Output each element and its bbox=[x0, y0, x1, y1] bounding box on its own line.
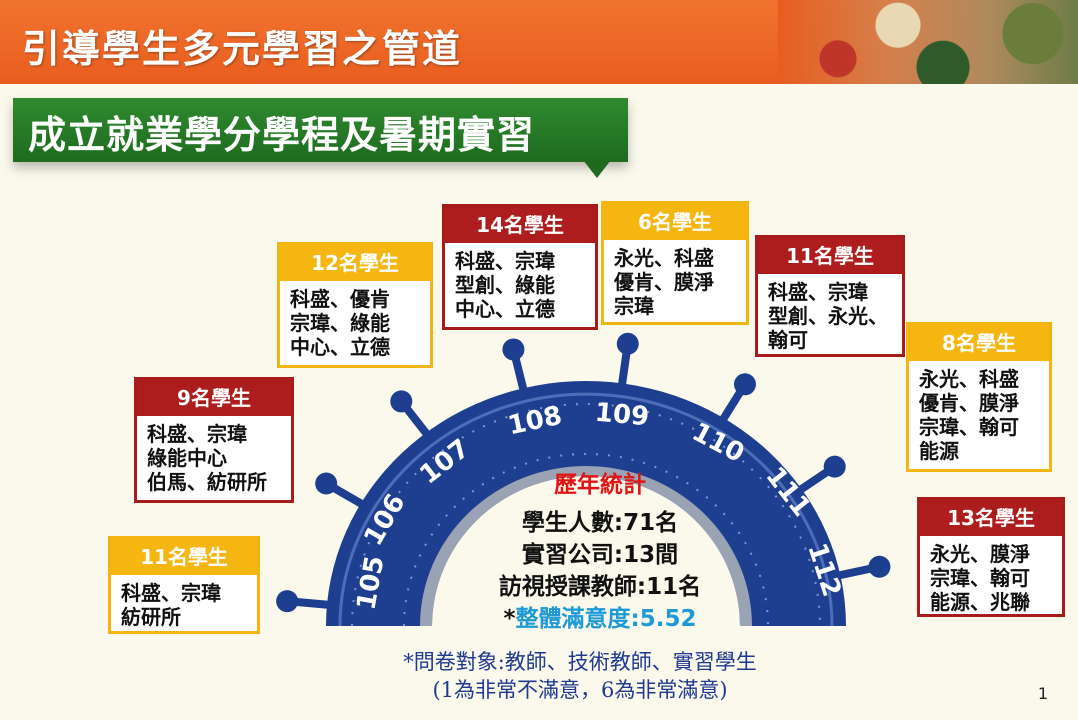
box-line: 宗瑋、翰可 bbox=[919, 415, 1019, 439]
box-header: 9名學生 bbox=[137, 380, 291, 416]
box-line: 型創、永光、 bbox=[768, 304, 888, 328]
year-box-110: 11名學生 科盛、宗瑋 型創、永光、 翰可 bbox=[755, 235, 905, 357]
spokes bbox=[276, 332, 891, 613]
section-banner bbox=[13, 98, 628, 162]
box-line: 科盛、宗瑋 bbox=[455, 249, 555, 273]
footnote: *問卷對象:教師、技術教師、實習學生 (1為非常不滿意，6為非常滿意) bbox=[300, 648, 860, 704]
year-box-107: 12名學生 科盛、優肯 宗瑋、綠能 中心、立德 bbox=[277, 242, 433, 368]
section-banner-tail bbox=[583, 160, 611, 178]
box-line: 優肯、膜淨 bbox=[614, 270, 714, 294]
spoke-pin-109 bbox=[616, 332, 639, 355]
year-label-109: 109 bbox=[593, 397, 651, 433]
section-title: 成立就業學分學程及暑期實習 bbox=[28, 113, 536, 157]
box-header: 11名學生 bbox=[111, 539, 257, 575]
year-box-106: 9名學生 科盛、宗瑋 綠能中心 伯馬、紡研所 bbox=[134, 377, 294, 503]
box-line: 科盛、宗瑋 bbox=[121, 581, 221, 605]
box-line: 能源 bbox=[919, 439, 959, 463]
spoke-pin-107 bbox=[390, 390, 413, 413]
spoke-pin-108 bbox=[502, 338, 525, 361]
box-line: 紡研所 bbox=[121, 605, 181, 629]
page-number: 1 bbox=[1037, 684, 1048, 703]
box-line: 科盛、優肯 bbox=[290, 287, 390, 311]
box-line: 中心、立德 bbox=[455, 297, 555, 321]
spoke-pin-112 bbox=[868, 555, 891, 578]
footnote-line-2: (1為非常不滿意，6為非常滿意) bbox=[432, 678, 728, 702]
satisfaction-asterisk: * bbox=[503, 606, 516, 632]
box-line: 伯馬、紡研所 bbox=[147, 470, 267, 494]
box-header: 8名學生 bbox=[909, 325, 1049, 361]
year-box-105: 11名學生 科盛、宗瑋 紡研所 bbox=[108, 536, 260, 634]
box-header: 13名學生 bbox=[920, 500, 1062, 536]
box-line: 永光、科盛 bbox=[614, 246, 714, 270]
stats-students: 學生人數:71名 bbox=[521, 510, 679, 536]
stats-panel: 歷年統計 學生人數:71名 實習公司:13間 訪視授課教師:11名 *整體滿意度… bbox=[450, 465, 750, 635]
box-line: 宗瑋、翰可 bbox=[930, 566, 1030, 590]
box-line: 宗瑋、綠能 bbox=[290, 311, 390, 335]
box-line: 永光、膜淨 bbox=[930, 542, 1030, 566]
spoke-pin-106 bbox=[315, 472, 338, 495]
stats-title: 歷年統計 bbox=[554, 472, 646, 498]
box-header: 6名學生 bbox=[604, 204, 746, 240]
box-line: 中心、立德 bbox=[290, 335, 390, 359]
spoke-pin-105 bbox=[276, 590, 299, 613]
year-box-108: 14名學生 科盛、宗瑋 型創、綠能 中心、立德 bbox=[442, 204, 598, 330]
header-photo bbox=[778, 0, 1078, 84]
box-line: 永光、科盛 bbox=[919, 367, 1019, 391]
outer-arc bbox=[326, 381, 846, 626]
arc-dots bbox=[351, 403, 821, 627]
arc-dots-inner bbox=[403, 453, 769, 627]
box-header: 14名學生 bbox=[445, 207, 595, 243]
stats-teachers: 訪視授課教師:11名 bbox=[498, 574, 702, 600]
box-line: 能源、兆聯 bbox=[930, 590, 1030, 614]
box-line: 科盛、宗瑋 bbox=[768, 280, 868, 304]
box-line: 優肯、膜淨 bbox=[919, 391, 1019, 415]
footnote-line-1: *問卷對象:教師、技術教師、實習學生 bbox=[403, 650, 757, 674]
year-box-109: 6名學生 永光、科盛 優肯、膜淨 宗瑋 bbox=[601, 201, 749, 325]
spoke-pin-110 bbox=[733, 373, 756, 396]
page-title: 引導學生多元學習之管道 bbox=[22, 27, 463, 71]
box-header: 11名學生 bbox=[758, 238, 902, 274]
box-line: 科盛、宗瑋 bbox=[147, 422, 247, 446]
stats-satisfaction: 整體滿意度:5.52 bbox=[515, 606, 697, 632]
stats-satisfaction-row: *整體滿意度:5.52 bbox=[450, 603, 750, 635]
box-line: 宗瑋 bbox=[614, 294, 654, 318]
arc-inner-rim bbox=[338, 392, 834, 627]
box-line: 翰可 bbox=[768, 328, 808, 352]
spoke-pin-111 bbox=[823, 455, 846, 478]
year-box-111: 8名學生 永光、科盛 優肯、膜淨 宗瑋、翰可 能源 bbox=[906, 322, 1052, 472]
box-header: 12名學生 bbox=[280, 245, 430, 281]
box-line: 綠能中心 bbox=[147, 446, 227, 470]
box-line: 型創、綠能 bbox=[455, 273, 555, 297]
year-box-112: 13名學生 永光、膜淨 宗瑋、翰可 能源、兆聯 bbox=[917, 497, 1065, 617]
stats-companies: 實習公司:13間 bbox=[521, 542, 679, 568]
